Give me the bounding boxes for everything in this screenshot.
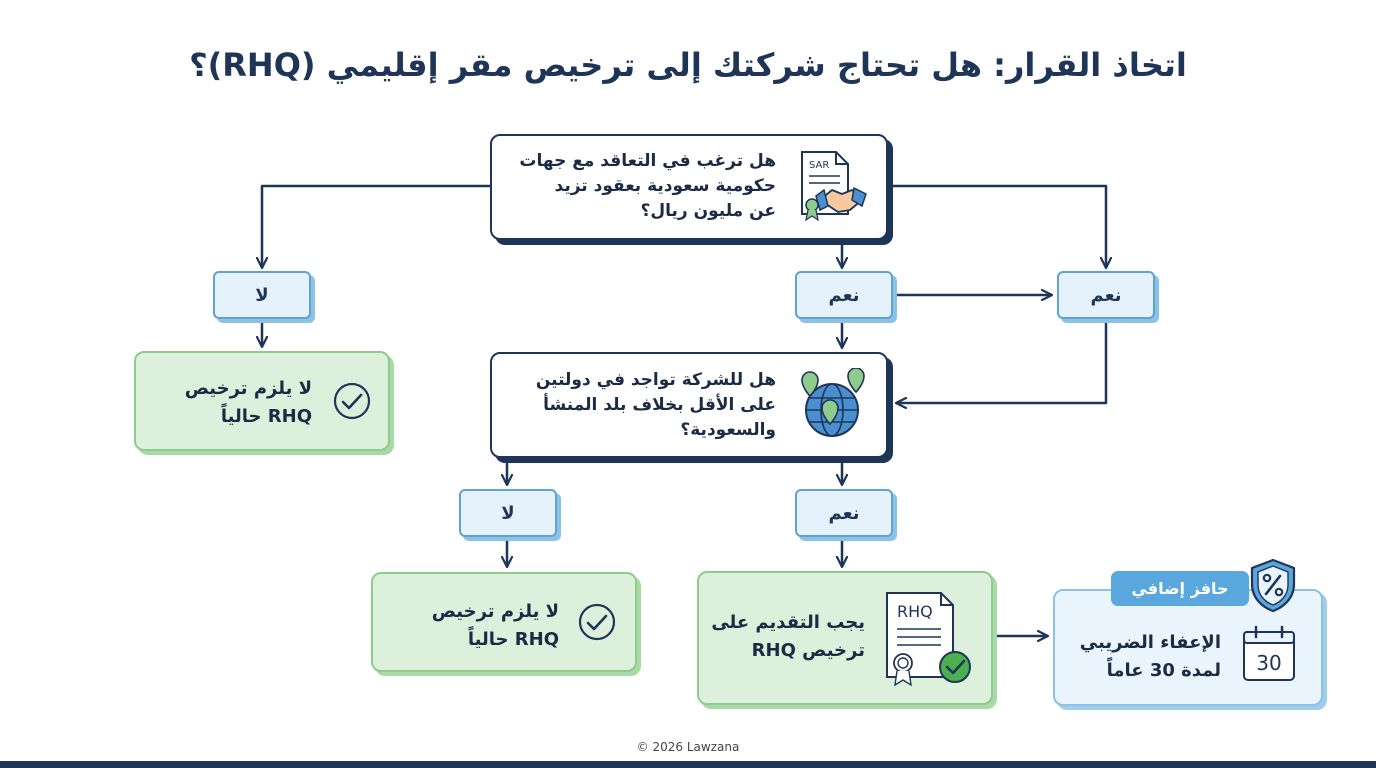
question-1-line: عن مليون ريال؟ — [640, 201, 777, 221]
outcome-not-required-text: لا يلزم ترخيص RHQ حالياً — [142, 375, 312, 431]
answer-no-pill-2: لا — [459, 489, 557, 537]
copyright-footer: © 2026 Lawzana — [636, 740, 740, 754]
contract-currency-label: SAR — [809, 160, 829, 171]
question-2-line: هل للشركة تواجد في دولتين — [535, 370, 776, 390]
question-2-box: هل للشركة تواجد في دولتين على الأقل بخلا… — [490, 352, 888, 458]
bonus-line: لمدة 30 عاماً — [1106, 660, 1221, 681]
outcome-line: ترخيص RHQ — [751, 640, 865, 661]
outcome-line: RHQ حالياً — [220, 406, 312, 427]
check-circle-icon — [578, 603, 616, 641]
answer-yes-pill-2: نعم — [795, 489, 893, 537]
question-1-line: حكومية سعودية بعقود تزيد — [554, 176, 776, 196]
outcome-line: لا يلزم ترخيص — [184, 378, 312, 399]
answer-no-pill: لا — [213, 271, 311, 319]
globe-locations-icon — [801, 368, 865, 437]
outcome-not-required-box: لا يلزم ترخيص RHQ حالياً — [134, 351, 390, 451]
outcome-not-required-text-2: لا يلزم ترخيص RHQ حالياً — [379, 598, 559, 654]
outcome-required-text: يجب التقديم على ترخيص RHQ — [705, 609, 865, 665]
connector-q1-to-no — [262, 184, 490, 268]
bonus-tag: حافز إضافي — [1111, 571, 1249, 606]
question-1-box: هل ترغب في التعاقد مع جهات حكومية سعودية… — [490, 134, 888, 240]
connector-yes-right-to-q2 — [896, 322, 1108, 403]
calendar-number: 30 — [1256, 651, 1281, 675]
question-1-text: هل ترغب في التعاقد مع جهات حكومية سعودية… — [506, 149, 776, 224]
outcome-line: RHQ حالياً — [467, 629, 559, 650]
contract-handshake-icon: SAR — [801, 151, 867, 222]
check-circle-icon — [333, 382, 371, 420]
bonus-incentive-text: الإعفاء الضريبي لمدة 30 عاماً — [1071, 629, 1221, 685]
page-title: اتخاذ القرار: هل تحتاج شركتك إلى ترخيص م… — [189, 46, 1187, 84]
connector-q1-to-yes-right — [888, 184, 1106, 268]
outcome-line: لا يلزم ترخيص — [431, 601, 559, 622]
outcome-not-required-box-2: لا يلزم ترخيص RHQ حالياً — [371, 572, 637, 672]
certificate-label: RHQ — [897, 602, 933, 621]
question-2-text: هل للشركة تواجد في دولتين على الأقل بخلا… — [506, 368, 776, 443]
bonus-line: الإعفاء الضريبي — [1079, 632, 1221, 653]
answer-yes-pill-right: نعم — [1057, 271, 1155, 319]
bottom-bar — [0, 761, 1376, 768]
question-2-line: على الأقل بخلاف بلد المنشأ — [543, 395, 776, 415]
tax-shield-icon — [1250, 558, 1296, 613]
answer-yes-pill: نعم — [795, 271, 893, 319]
question-1-line: هل ترغب في التعاقد مع جهات — [519, 151, 776, 171]
calendar-icon: 30 — [1243, 625, 1295, 681]
outcome-required-box: يجب التقديم على ترخيص RHQ RHQ — [697, 571, 993, 705]
certificate-icon: RHQ — [886, 592, 971, 687]
question-2-line: والسعودية؟ — [680, 420, 776, 440]
outcome-line: يجب التقديم على — [711, 612, 865, 633]
